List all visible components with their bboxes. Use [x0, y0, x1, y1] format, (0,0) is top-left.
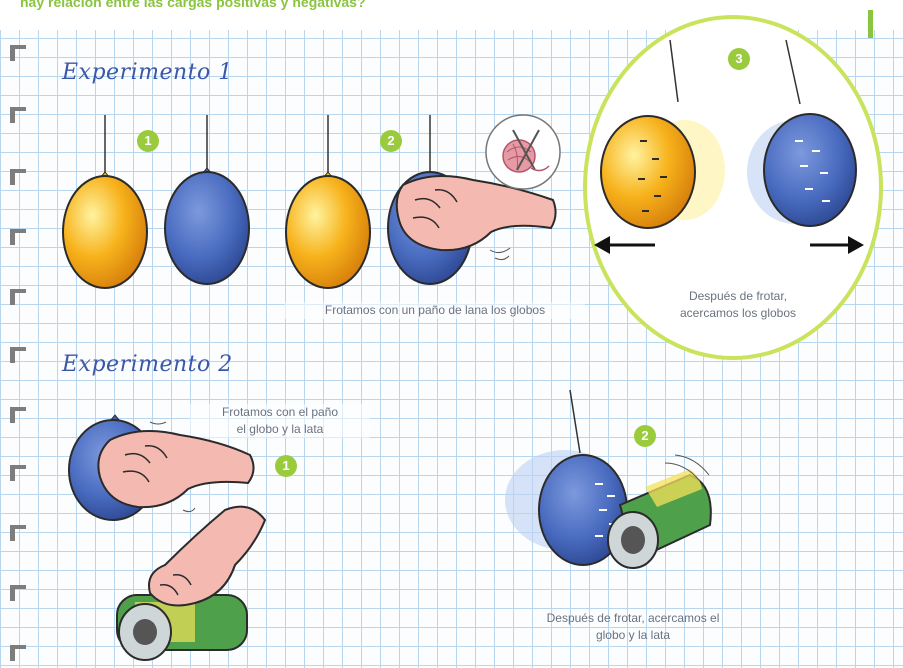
- arrow-left-icon: [594, 236, 655, 254]
- experiment2-title: Experimento 2: [62, 352, 233, 377]
- yarn-ball-icon: [483, 112, 563, 192]
- exp2-after-caption: Después de frotar, acercamos el globo y …: [508, 610, 758, 644]
- exp1-after-caption-line1: Después de frotar,: [643, 288, 833, 305]
- exp2-step1-illustration: [65, 410, 295, 665]
- exp2-after-caption-line1: Después de frotar, acercamos el: [508, 610, 758, 627]
- arrow-right-icon: [810, 236, 864, 254]
- binder-hole-icon: [10, 169, 26, 185]
- soda-can: [608, 469, 711, 568]
- exp1-after-caption: Después de frotar, acercamos los globos: [643, 288, 833, 322]
- binder-hole-icon: [10, 347, 26, 363]
- binder-hole-icon: [10, 107, 26, 123]
- exp2-after-caption-line2: globo y la lata: [508, 627, 758, 644]
- binder-hole-icon: [10, 645, 26, 661]
- exp1-after-caption-line2: acercamos los globos: [643, 305, 833, 322]
- green-accent-bar: [868, 10, 873, 38]
- binder-hole-icon: [10, 525, 26, 541]
- binder-hole-icon: [10, 585, 26, 601]
- binder-marks: [10, 45, 30, 665]
- binder-hole-icon: [10, 465, 26, 481]
- binder-hole-icon: [10, 229, 26, 245]
- exp1-step1-balloons: [50, 110, 260, 295]
- binder-hole-icon: [10, 289, 26, 305]
- blue-balloon: [165, 115, 249, 284]
- experiment1-title: Experimento 1: [62, 60, 233, 85]
- binder-hole-icon: [10, 407, 26, 423]
- binder-hole-icon: [10, 45, 26, 61]
- exp1-rub-caption: Frotamos con un paño de lana los globos: [285, 302, 585, 319]
- yellow-balloon: [601, 40, 695, 228]
- yellow-balloon: [286, 115, 370, 288]
- page-heading: hay relación entre las cargas positivas …: [20, 0, 366, 10]
- blue-balloon: [764, 40, 856, 226]
- exp2-step2-illustration: [495, 385, 735, 585]
- exp1-step3-illustration: [590, 40, 880, 270]
- rubbing-hand: [149, 507, 265, 606]
- rubbing-hand: [98, 431, 253, 507]
- yellow-balloon: [63, 115, 147, 288]
